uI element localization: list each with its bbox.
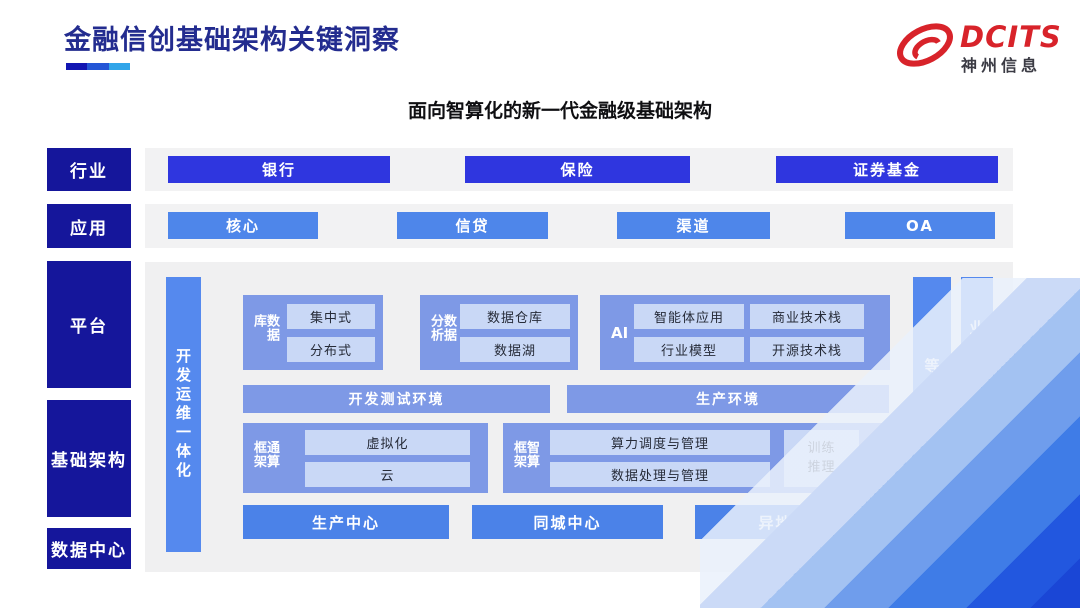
security-compliance-bar: 等保合规安全 [913, 277, 951, 552]
industry-item-securities: 证券基金 [776, 156, 998, 183]
page-title: 金融信创基础架构关键洞察 [64, 25, 400, 56]
dcits-logo-icon [893, 18, 957, 76]
row-label-datacenter: 数据中心 [47, 528, 131, 569]
analytics-group-label: 数据分析 [428, 313, 456, 342]
database-item-distributed: 分布式 [287, 337, 375, 362]
center-production: 生产中心 [243, 505, 449, 539]
industry-item-insurance: 保险 [465, 156, 690, 183]
general-item-virtualization: 虚拟化 [305, 430, 470, 455]
general-framework-label: 通算框架 [251, 440, 279, 469]
title-underline [66, 63, 130, 70]
row-label-application: 应用 [47, 204, 131, 248]
training-label: 训练 [807, 441, 836, 457]
diagram-subtitle: 面向智算化的新一代金融级基础架构 [407, 100, 712, 122]
underline-segment [66, 63, 88, 70]
center-same-city: 同城中心 [472, 505, 663, 539]
intelligent-item-compute-scheduling: 算力调度与管理 [550, 430, 770, 455]
logo-company-text: 神州信息 [961, 56, 1042, 75]
center-remote: 异地中心 [695, 505, 890, 539]
devops-bar-label: 开发运维一体化 [174, 348, 192, 481]
row-label-platform: 平台 [47, 261, 131, 388]
industry-item-bank: 银行 [168, 156, 390, 183]
ai-group: AI 智能体应用 商业技术栈 行业模型 开源技术栈 [600, 295, 890, 370]
ai-item-opensource-stack: 开源技术栈 [750, 337, 864, 362]
inference-label: 推理 [807, 459, 836, 475]
business-continuity-bar: 业务连续性及数据保护 [961, 277, 993, 552]
database-item-centralized: 集中式 [287, 304, 375, 329]
analytics-item-lake: 数据湖 [460, 337, 570, 362]
ai-item-agent-apps: 智能体应用 [634, 304, 744, 329]
underline-segment [87, 63, 109, 70]
database-group-label: 数据库 [251, 313, 279, 342]
security-compliance-label: 等保合规安全 [922, 357, 941, 472]
ai-item-industry-models: 行业模型 [634, 337, 744, 362]
training-inference-box: 训练 推理 [784, 430, 859, 487]
general-framework-group: 通算框架 虚拟化 云 [243, 423, 488, 493]
devops-vertical-bar: 开发运维一体化 [166, 277, 201, 552]
business-continuity-label: 业务连续性及数据保护 [967, 319, 986, 510]
logo-brand-text: DCITS [960, 20, 1062, 54]
application-item-credit: 信贷 [397, 212, 548, 239]
analytics-item-warehouse: 数据仓库 [460, 304, 570, 329]
application-item-oa: OA [845, 212, 995, 239]
application-item-channel: 渠道 [617, 212, 770, 239]
ai-group-label: AI [611, 323, 629, 342]
row-label-infrastructure: 基础架构 [47, 400, 131, 517]
underline-segment [108, 63, 130, 70]
database-group: 数据库 集中式 分布式 [243, 295, 383, 370]
intelligent-framework-group: 智算框架 算力调度与管理 数据处理与管理 训练 推理 [503, 423, 887, 493]
application-item-core: 核心 [168, 212, 318, 239]
production-environment-bar: 生产环境 [567, 385, 889, 413]
intelligent-item-data-management: 数据处理与管理 [550, 462, 770, 487]
row-label-industry: 行业 [47, 148, 131, 191]
dev-test-environment-bar: 开发测试环境 [243, 385, 550, 413]
intelligent-framework-label: 智算框架 [511, 440, 539, 469]
analytics-group: 数据分析 数据仓库 数据湖 [420, 295, 578, 370]
ai-item-commercial-stack: 商业技术栈 [750, 304, 864, 329]
general-item-cloud: 云 [305, 462, 470, 487]
